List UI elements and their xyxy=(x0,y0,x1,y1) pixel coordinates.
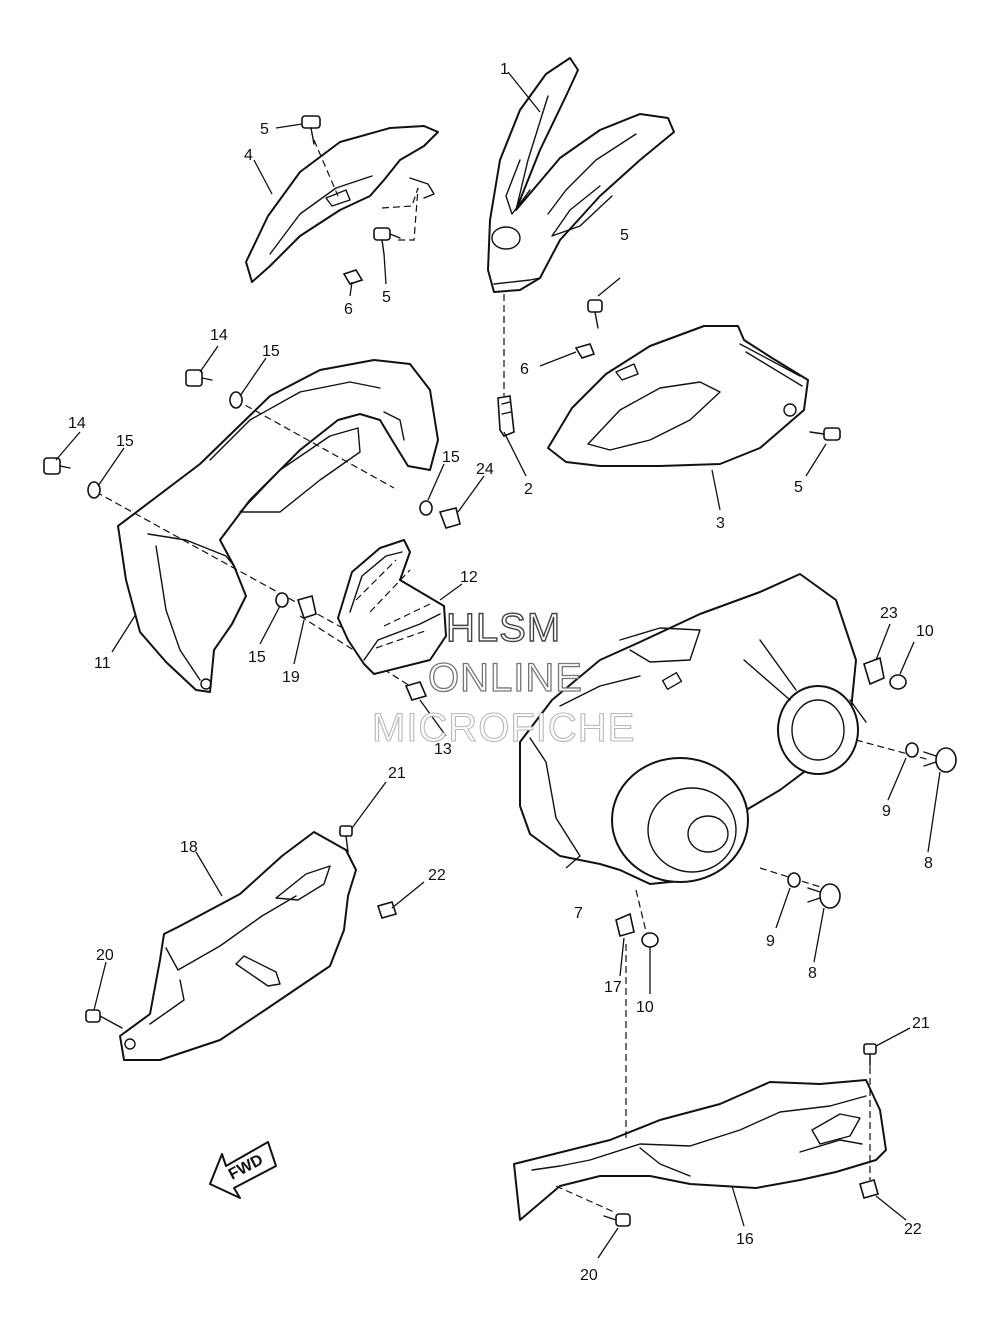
callout-11: 11 xyxy=(94,655,111,672)
part-18-lower-cover-left xyxy=(119,831,357,1061)
callout-10-b: 10 xyxy=(636,999,654,1016)
callout-15-d: 15 xyxy=(248,649,266,666)
callout-6-a: 6 xyxy=(344,301,353,318)
part-15-washers xyxy=(87,391,433,608)
part-16-lower-cover-right xyxy=(513,1079,887,1221)
callout-14-a: 14 xyxy=(210,327,228,344)
callout-22-a: 22 xyxy=(428,867,446,884)
callout-5-c: 5 xyxy=(620,227,629,244)
fwd-arrow-icon: FWD xyxy=(209,1141,277,1199)
part-2-clip xyxy=(497,395,515,437)
callout-23: 23 xyxy=(880,605,898,622)
part-20-bolt-a xyxy=(85,1009,123,1029)
callout-24: 24 xyxy=(476,461,494,478)
callout-14-b: 14 xyxy=(68,415,86,432)
part-4-side-cowl-left-upper xyxy=(245,125,439,283)
part-10-washer-a xyxy=(889,674,907,690)
callout-7: 7 xyxy=(574,905,583,922)
part-17-clip xyxy=(615,912,635,937)
dash-4-5b xyxy=(381,187,419,241)
leader-lines xyxy=(55,71,941,1259)
part-9-washer-a xyxy=(905,742,919,758)
callout-8-b: 8 xyxy=(808,965,817,982)
callout-18: 18 xyxy=(180,839,198,856)
callout-13: 13 xyxy=(434,741,452,758)
part-9-washer-b xyxy=(787,872,801,888)
callout-20-b: 20 xyxy=(580,1267,598,1284)
dash-11-b xyxy=(95,491,351,633)
part-13-clip xyxy=(404,681,428,701)
part-14-bolt-a xyxy=(185,369,213,387)
watermark-line-3: MICROFICHE xyxy=(371,705,636,750)
part-24-clip xyxy=(438,507,461,529)
dash-7-8a xyxy=(855,739,931,761)
part-5-bolt-c xyxy=(587,299,603,329)
callout-1: 1 xyxy=(500,61,509,78)
callout-8-a: 8 xyxy=(924,855,933,872)
watermark-line-1: HLSM xyxy=(445,605,562,650)
part-5-bolt-d xyxy=(809,427,841,441)
callout-4: 4 xyxy=(244,147,253,164)
callout-3: 3 xyxy=(716,515,725,532)
callout-10-a: 10 xyxy=(916,623,934,640)
callout-9-a: 9 xyxy=(882,803,891,820)
callout-21-b: 21 xyxy=(912,1015,930,1032)
part-6-nut-b xyxy=(574,343,596,359)
part-21-screw-b xyxy=(863,1043,877,1067)
dash-11-a xyxy=(235,399,395,489)
part-11-left-cover xyxy=(117,359,439,693)
callout-15-b: 15 xyxy=(116,433,134,450)
callout-2: 2 xyxy=(524,481,533,498)
callout-19: 19 xyxy=(282,669,300,686)
part-14-bolt-b xyxy=(43,457,71,475)
callout-15-c: 15 xyxy=(442,449,460,466)
part-5-bolt-a xyxy=(301,115,321,145)
callout-17: 17 xyxy=(604,979,622,996)
callout-21-a: 21 xyxy=(388,765,406,782)
part-21-screw-a xyxy=(339,825,353,853)
dash-4-5 xyxy=(313,139,339,197)
callout-12: 12 xyxy=(460,569,478,586)
dash-16-20 xyxy=(555,1185,615,1213)
callout-15-a: 15 xyxy=(262,343,280,360)
callout-20-a: 20 xyxy=(96,947,114,964)
part-23-clip xyxy=(863,656,885,686)
part-5-bolt-b xyxy=(373,227,401,255)
part-10-washer-b xyxy=(641,932,659,948)
callout-16: 16 xyxy=(736,1231,754,1248)
watermark-line-2: ONLINE xyxy=(427,655,583,700)
part-20-bolt-b xyxy=(603,1213,631,1227)
callout-5-b: 5 xyxy=(382,289,391,306)
part-22-nut-a xyxy=(376,901,398,919)
part-12-grille xyxy=(337,539,447,675)
callout-5-d: 5 xyxy=(794,479,803,496)
callout-6-b: 6 xyxy=(520,361,529,378)
part-19-clip xyxy=(296,594,317,620)
part-7-drive-cover xyxy=(519,573,867,885)
part-8-screw-b xyxy=(807,883,841,909)
part-1-front-cowl xyxy=(487,57,675,293)
callout-22-b: 22 xyxy=(904,1221,922,1238)
callout-9-b: 9 xyxy=(766,933,775,950)
part-6-nut-a xyxy=(342,269,364,285)
part-3-side-cowl-right xyxy=(547,325,809,467)
part-22-nut-b xyxy=(859,1179,879,1199)
callout-5-a: 5 xyxy=(260,121,269,138)
part-8-screw-a xyxy=(923,747,957,773)
callout-numbers: 1 2 3 4 5 5 5 5 6 6 7 8 8 9 9 10 10 11 1… xyxy=(68,61,934,1284)
